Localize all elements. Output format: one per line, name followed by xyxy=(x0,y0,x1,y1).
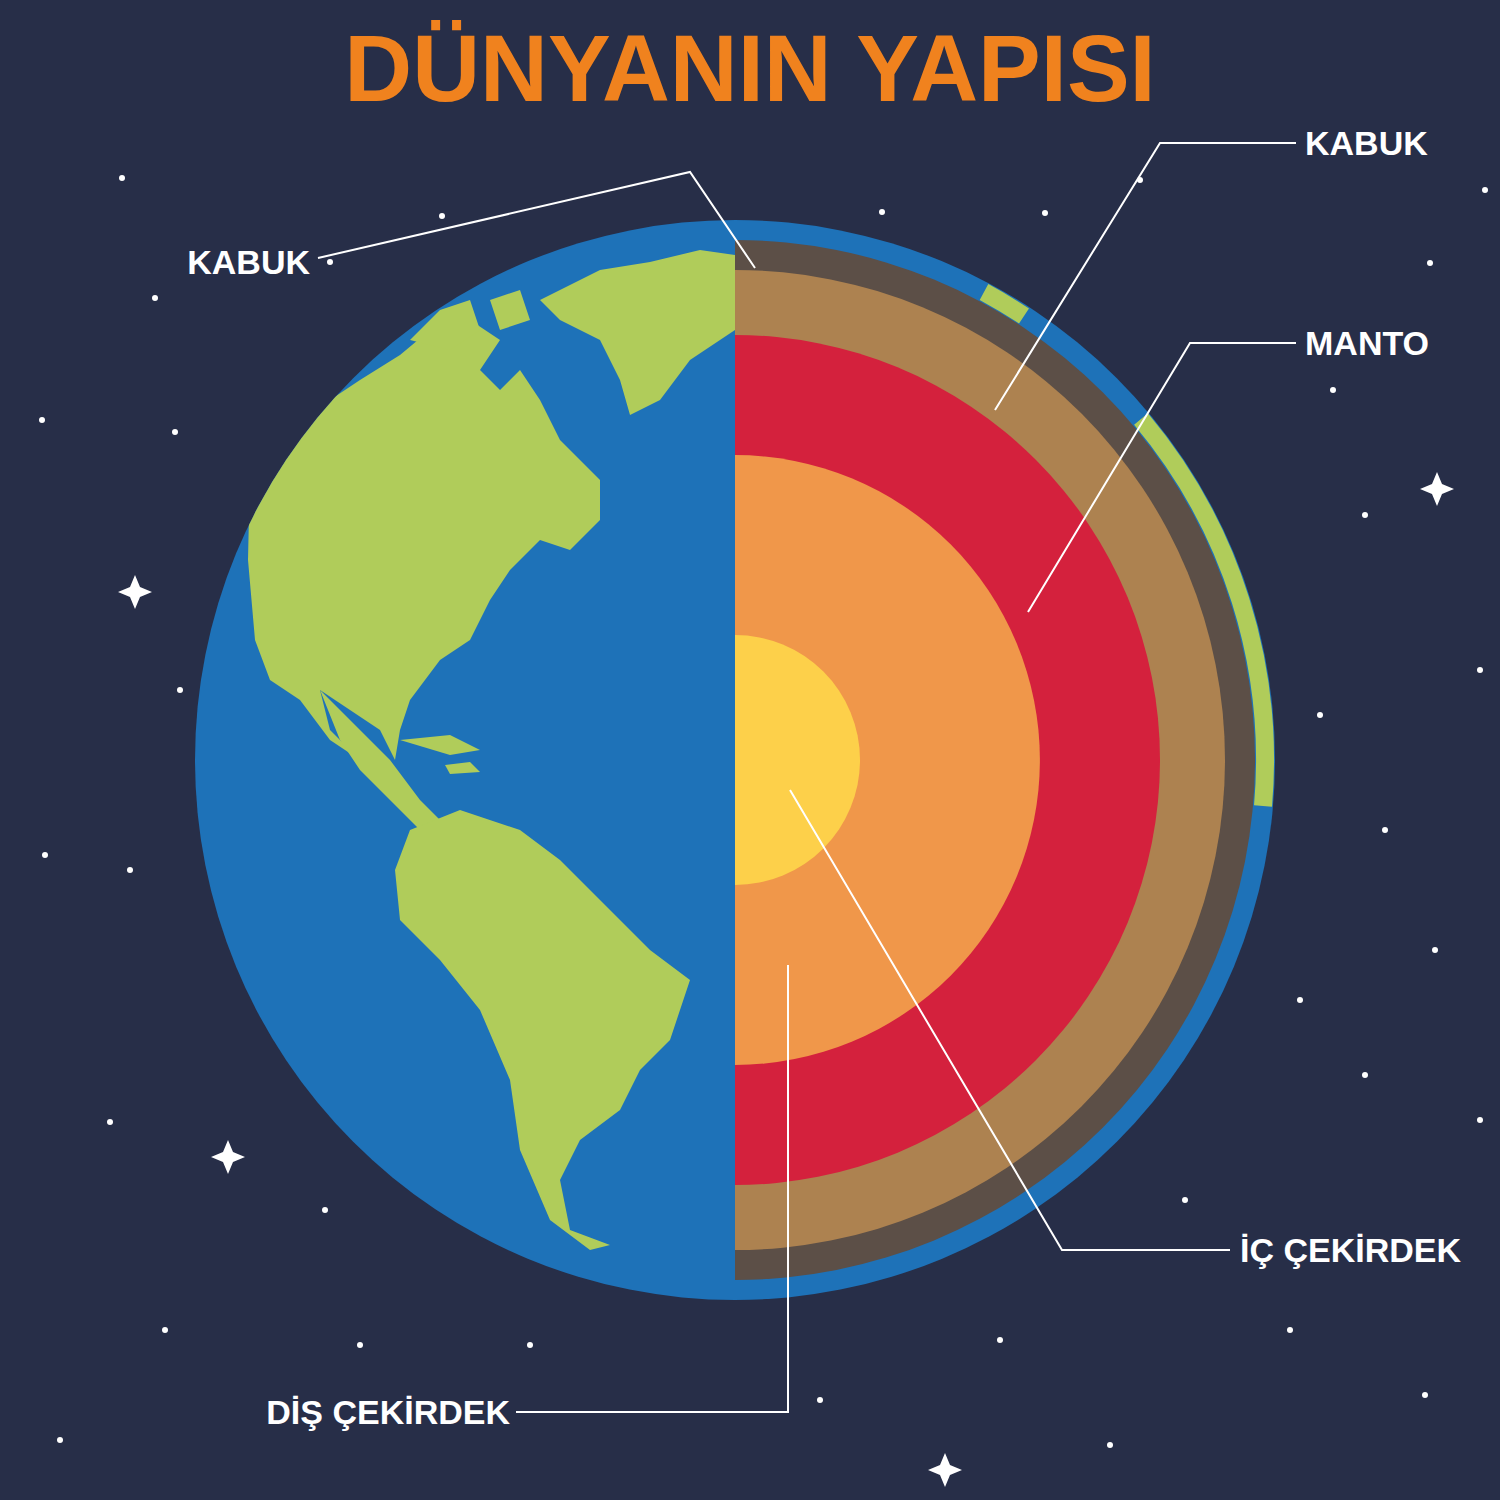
crust-light xyxy=(735,270,1225,1250)
continents xyxy=(248,250,735,1250)
leader-lines xyxy=(318,143,1296,1412)
diagram-title: DÜNYANIN YAPISI xyxy=(0,22,1500,116)
inner-core xyxy=(735,635,860,885)
globe xyxy=(195,220,1275,1300)
stars xyxy=(39,175,1488,1448)
layer-label: DİŞ ÇEKİRDEK xyxy=(266,1392,510,1432)
layer-label: İÇ ÇEKİRDEK xyxy=(1240,1230,1461,1270)
layer-label: KABUK xyxy=(1305,123,1428,163)
layer-label: MANTO xyxy=(1305,323,1429,363)
outer-core xyxy=(735,455,1040,1065)
crust-dark xyxy=(735,240,1255,1280)
layer-label: KABUK xyxy=(187,242,310,282)
